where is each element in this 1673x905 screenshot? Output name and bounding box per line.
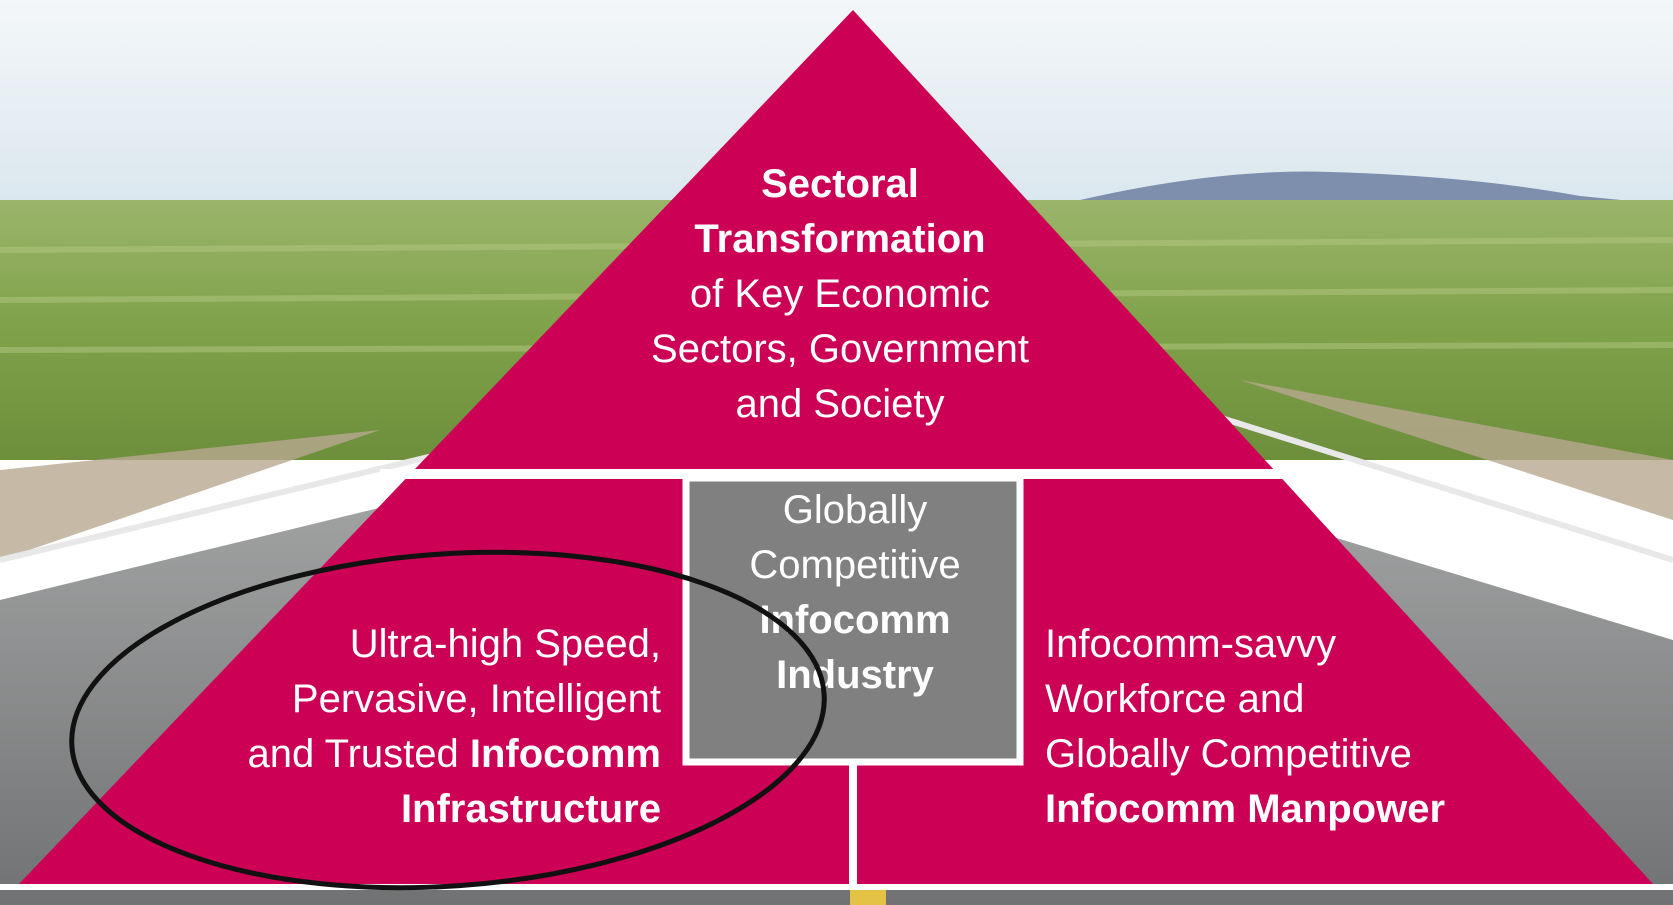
apex-label: Sectoral Transformation of Key Economic …: [560, 157, 1120, 432]
apex-line-3: of Key Economic: [689, 272, 991, 316]
road-shoulder-right: [1240, 380, 1673, 520]
left-line-1: Ultra-high Speed,: [349, 622, 661, 666]
right-line-4: Infocomm Manpower: [1045, 787, 1446, 831]
left-line-3-prefix: and Trusted: [247, 732, 470, 776]
apex-line-1: Sectoral: [761, 162, 919, 206]
core-line-4: Industry: [776, 653, 934, 697]
road-shoulder-left: [0, 430, 380, 560]
core-label: Globally Competitive Infocomm Industry: [690, 483, 1020, 703]
right-line-3: Globally Competitive: [1045, 732, 1412, 776]
right-line-2: Workforce and: [1045, 677, 1305, 721]
left-line-3: and Trusted Infocomm: [120, 727, 662, 782]
road-edge-line-right: [1179, 402, 1673, 563]
apex-line-2: Transformation: [694, 217, 986, 261]
left-line-3-bold: Infocomm: [469, 732, 661, 776]
apex-line-5: and Society: [735, 382, 945, 426]
left-label: Ultra-high Speed, Pervasive, Intelligent…: [120, 617, 662, 837]
left-line-2: Pervasive, Intelligent: [291, 677, 661, 721]
core-line-3: Infocomm: [759, 598, 951, 642]
left-line-4: Infrastructure: [400, 787, 661, 831]
apex-line-4: Sectors, Government: [651, 327, 1029, 371]
core-line-1: Globally: [782, 488, 928, 532]
right-line-1: Infocomm-savvy: [1045, 622, 1337, 666]
core-line-2: Competitive: [749, 543, 961, 587]
right-label: Infocomm-savvy Workforce and Globally Co…: [1045, 617, 1605, 837]
